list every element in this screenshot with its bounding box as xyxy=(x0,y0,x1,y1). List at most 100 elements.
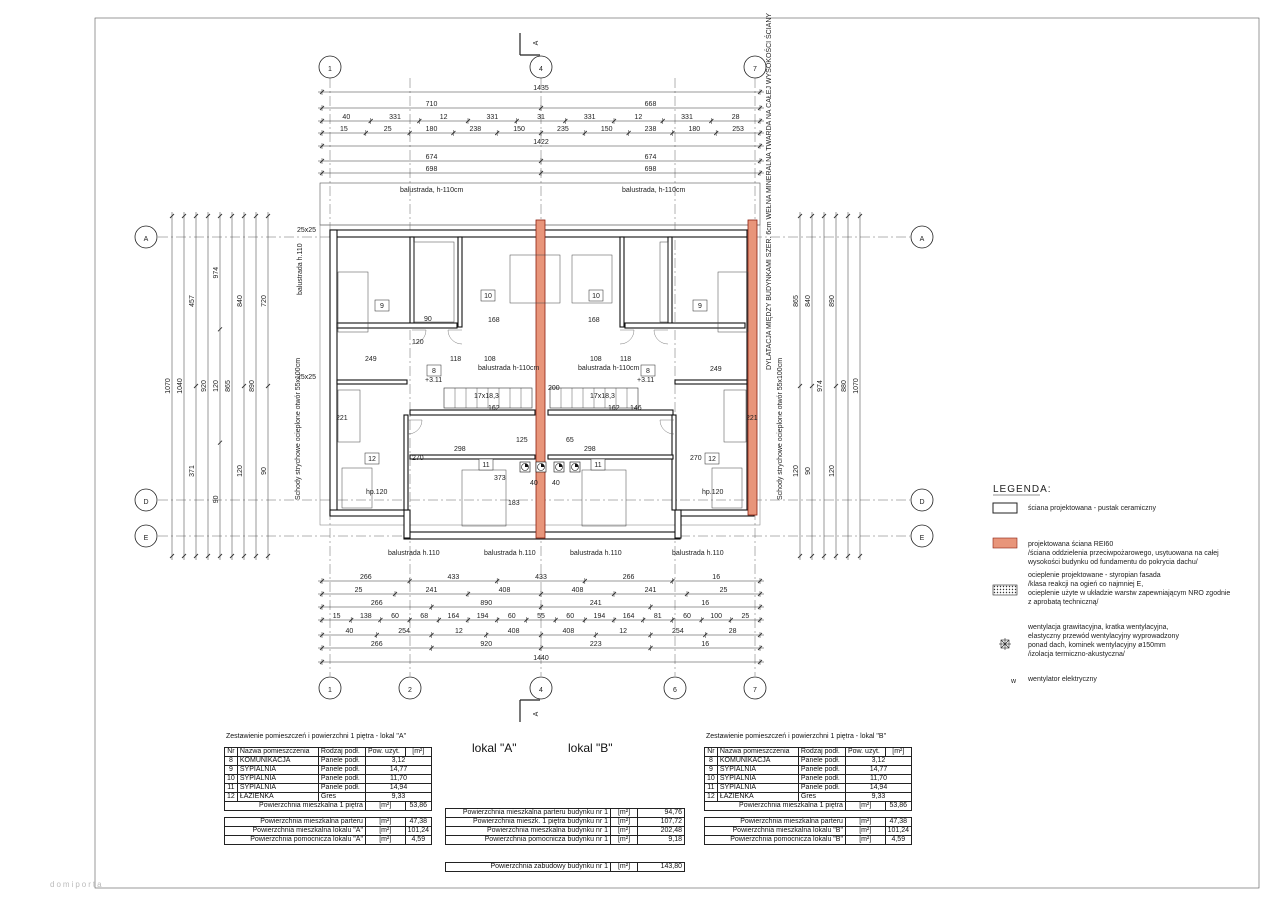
dim-bottom-row6-value: 16 xyxy=(701,641,709,648)
table-total-row: Powierzchnia mieszkalna 1 piętra[m²]53,8… xyxy=(224,801,433,811)
table-sum-row: Powierzchnia mieszkalna parteru[m²]47,38 xyxy=(224,817,433,827)
dim-left-value: 90 xyxy=(261,467,268,475)
room-dimension: 200 xyxy=(548,385,560,392)
axis-label: 7 xyxy=(753,66,757,73)
room-dimension: 270 xyxy=(412,455,424,462)
stairs-left xyxy=(443,387,533,409)
axis-label: 4 xyxy=(539,687,543,694)
dim-bottom-row6-value: 266 xyxy=(371,641,383,648)
table-row: Powierzchnia mieszk. 1 piętra budynku nr… xyxy=(445,817,685,827)
legend-firewall-symbol xyxy=(992,537,1018,549)
dim-bottom-row4-value: 60 xyxy=(566,613,574,620)
table-cell: Panele podł. xyxy=(797,774,846,784)
dim-bottom-row4-value: 15 xyxy=(333,613,341,620)
room-dimension: 40 xyxy=(530,480,538,487)
lokal-b-label: lokal "B" xyxy=(568,741,613,755)
svg-text:11: 11 xyxy=(594,462,601,469)
dim-bottom-row5-value: 40 xyxy=(345,628,353,635)
dim-top-row5-value: 1422 xyxy=(533,139,549,146)
dim-left-value: 371 xyxy=(189,465,196,477)
dim-bottom-row4-value: 68 xyxy=(420,613,428,620)
balustrade-label: balustrada h.110 xyxy=(484,550,536,557)
dim-left-value: 457 xyxy=(189,295,196,307)
dim-left-value: 120 xyxy=(237,465,244,477)
axis-label: 7 xyxy=(753,687,757,694)
table-cell: 8 xyxy=(704,756,718,766)
svg-text:9: 9 xyxy=(698,303,702,310)
dim-top-row4-value: 25 xyxy=(384,126,392,133)
dim-top-row7-value: 698 xyxy=(645,166,657,173)
table-cell: 12 xyxy=(704,792,718,802)
balcony-top xyxy=(319,182,761,226)
bathtub-b xyxy=(723,389,747,443)
wall-bottom-left xyxy=(329,509,407,517)
dim-right-value: 1070 xyxy=(853,378,860,394)
legend-item-text: projektowana ściana REI60 xyxy=(1028,541,1113,548)
dim-bottom-overall-value: 1440 xyxy=(533,655,549,662)
axis-bubble-bottom-2: 2 xyxy=(398,676,422,700)
sum-unit: [m²] xyxy=(844,817,886,827)
table-cell: SYPIALNIA xyxy=(716,774,799,784)
header-cell: Nazwa pomieszczenia xyxy=(236,747,319,757)
room-dimension: 146 xyxy=(630,405,642,412)
building-label: Powierzchnia mieszk. 1 piętra budynku nr… xyxy=(445,817,611,827)
dim-bottom-row1-value: 433 xyxy=(448,574,460,581)
wardrobe-b xyxy=(659,241,669,323)
svg-text:8: 8 xyxy=(432,368,436,375)
table-cell: 10 xyxy=(704,774,718,784)
dim-bottom-row2-value: 241 xyxy=(645,587,657,594)
legend-item-text: ocieplenie projektowane - styropian fasa… xyxy=(1028,572,1161,579)
dim-bottom-row1-value: 266 xyxy=(623,574,635,581)
room-dimension: 183 xyxy=(508,500,520,507)
header-cell: Rodzaj podł. xyxy=(317,747,366,757)
table-cell: 8 xyxy=(224,756,238,766)
lokal-a-label: lokal "A" xyxy=(472,741,517,755)
sum-value: 101,24 xyxy=(884,826,913,836)
vent-icon xyxy=(535,461,547,473)
dim-bottom-row3-value: 890 xyxy=(480,600,492,607)
dim-top-row3-value: 331 xyxy=(681,114,693,121)
table-cell: 11,70 xyxy=(844,774,913,784)
table-cell: Panele podł. xyxy=(317,774,366,784)
dim-bottom-row5-value: 28 xyxy=(729,628,737,635)
table-cell: 11,70 xyxy=(364,774,433,784)
wall-int-h7 xyxy=(409,454,536,460)
room-dimension: 108 xyxy=(484,356,496,363)
watermark: domiporta xyxy=(50,880,104,889)
dim-bottom-row5-value: 12 xyxy=(455,628,463,635)
axis-bubble-bottom-6: 6 xyxy=(663,676,687,700)
dim-bottom-row1-value: 16 xyxy=(712,574,720,581)
table-cell: 3,12 xyxy=(844,756,913,766)
room-dimension: 162 xyxy=(488,405,500,412)
dim-bottom-row4-value: 25 xyxy=(742,613,750,620)
legend-item-text: ściana projektowana - pustak ceramiczny xyxy=(1028,505,1157,512)
header-cell: [m²] xyxy=(404,747,433,757)
room-number: 11 xyxy=(590,458,606,471)
axis-bubble-right-A: A xyxy=(910,225,934,249)
vent-icon xyxy=(553,461,565,473)
axis-bubble-left-D: D xyxy=(134,488,158,512)
table-cell: 12 xyxy=(224,792,238,802)
axis-label: 1 xyxy=(328,687,332,694)
legend-item-text: wysokości budynku od fundamentu do pokry… xyxy=(1027,559,1198,566)
attic-stairs-label: Schody strychowe ocieplone otwór 55x100c… xyxy=(295,358,302,500)
room-number: 10 xyxy=(480,289,496,302)
table-cell: KOMUNIKACJA xyxy=(716,756,799,766)
dim-top-row3-value: 40 xyxy=(342,114,350,121)
hp-mark: hp.120 xyxy=(366,489,388,496)
sum-label: Powierzchnia pomocnicza lokalu "A" xyxy=(224,835,366,845)
building-value: 94,76 xyxy=(637,808,685,818)
total-value: 53,86 xyxy=(884,801,913,811)
dim-right-value: 120 xyxy=(793,465,800,477)
dim-left-value: 865 xyxy=(225,380,232,392)
building-unit: [m²] xyxy=(610,817,638,827)
legend-fan-symbol: w xyxy=(1010,678,1017,685)
room-dimension: 65 xyxy=(566,437,574,444)
door-swing xyxy=(653,329,669,345)
vent-size: 25x25 xyxy=(297,374,316,381)
table-cell: Panele podł. xyxy=(797,765,846,775)
